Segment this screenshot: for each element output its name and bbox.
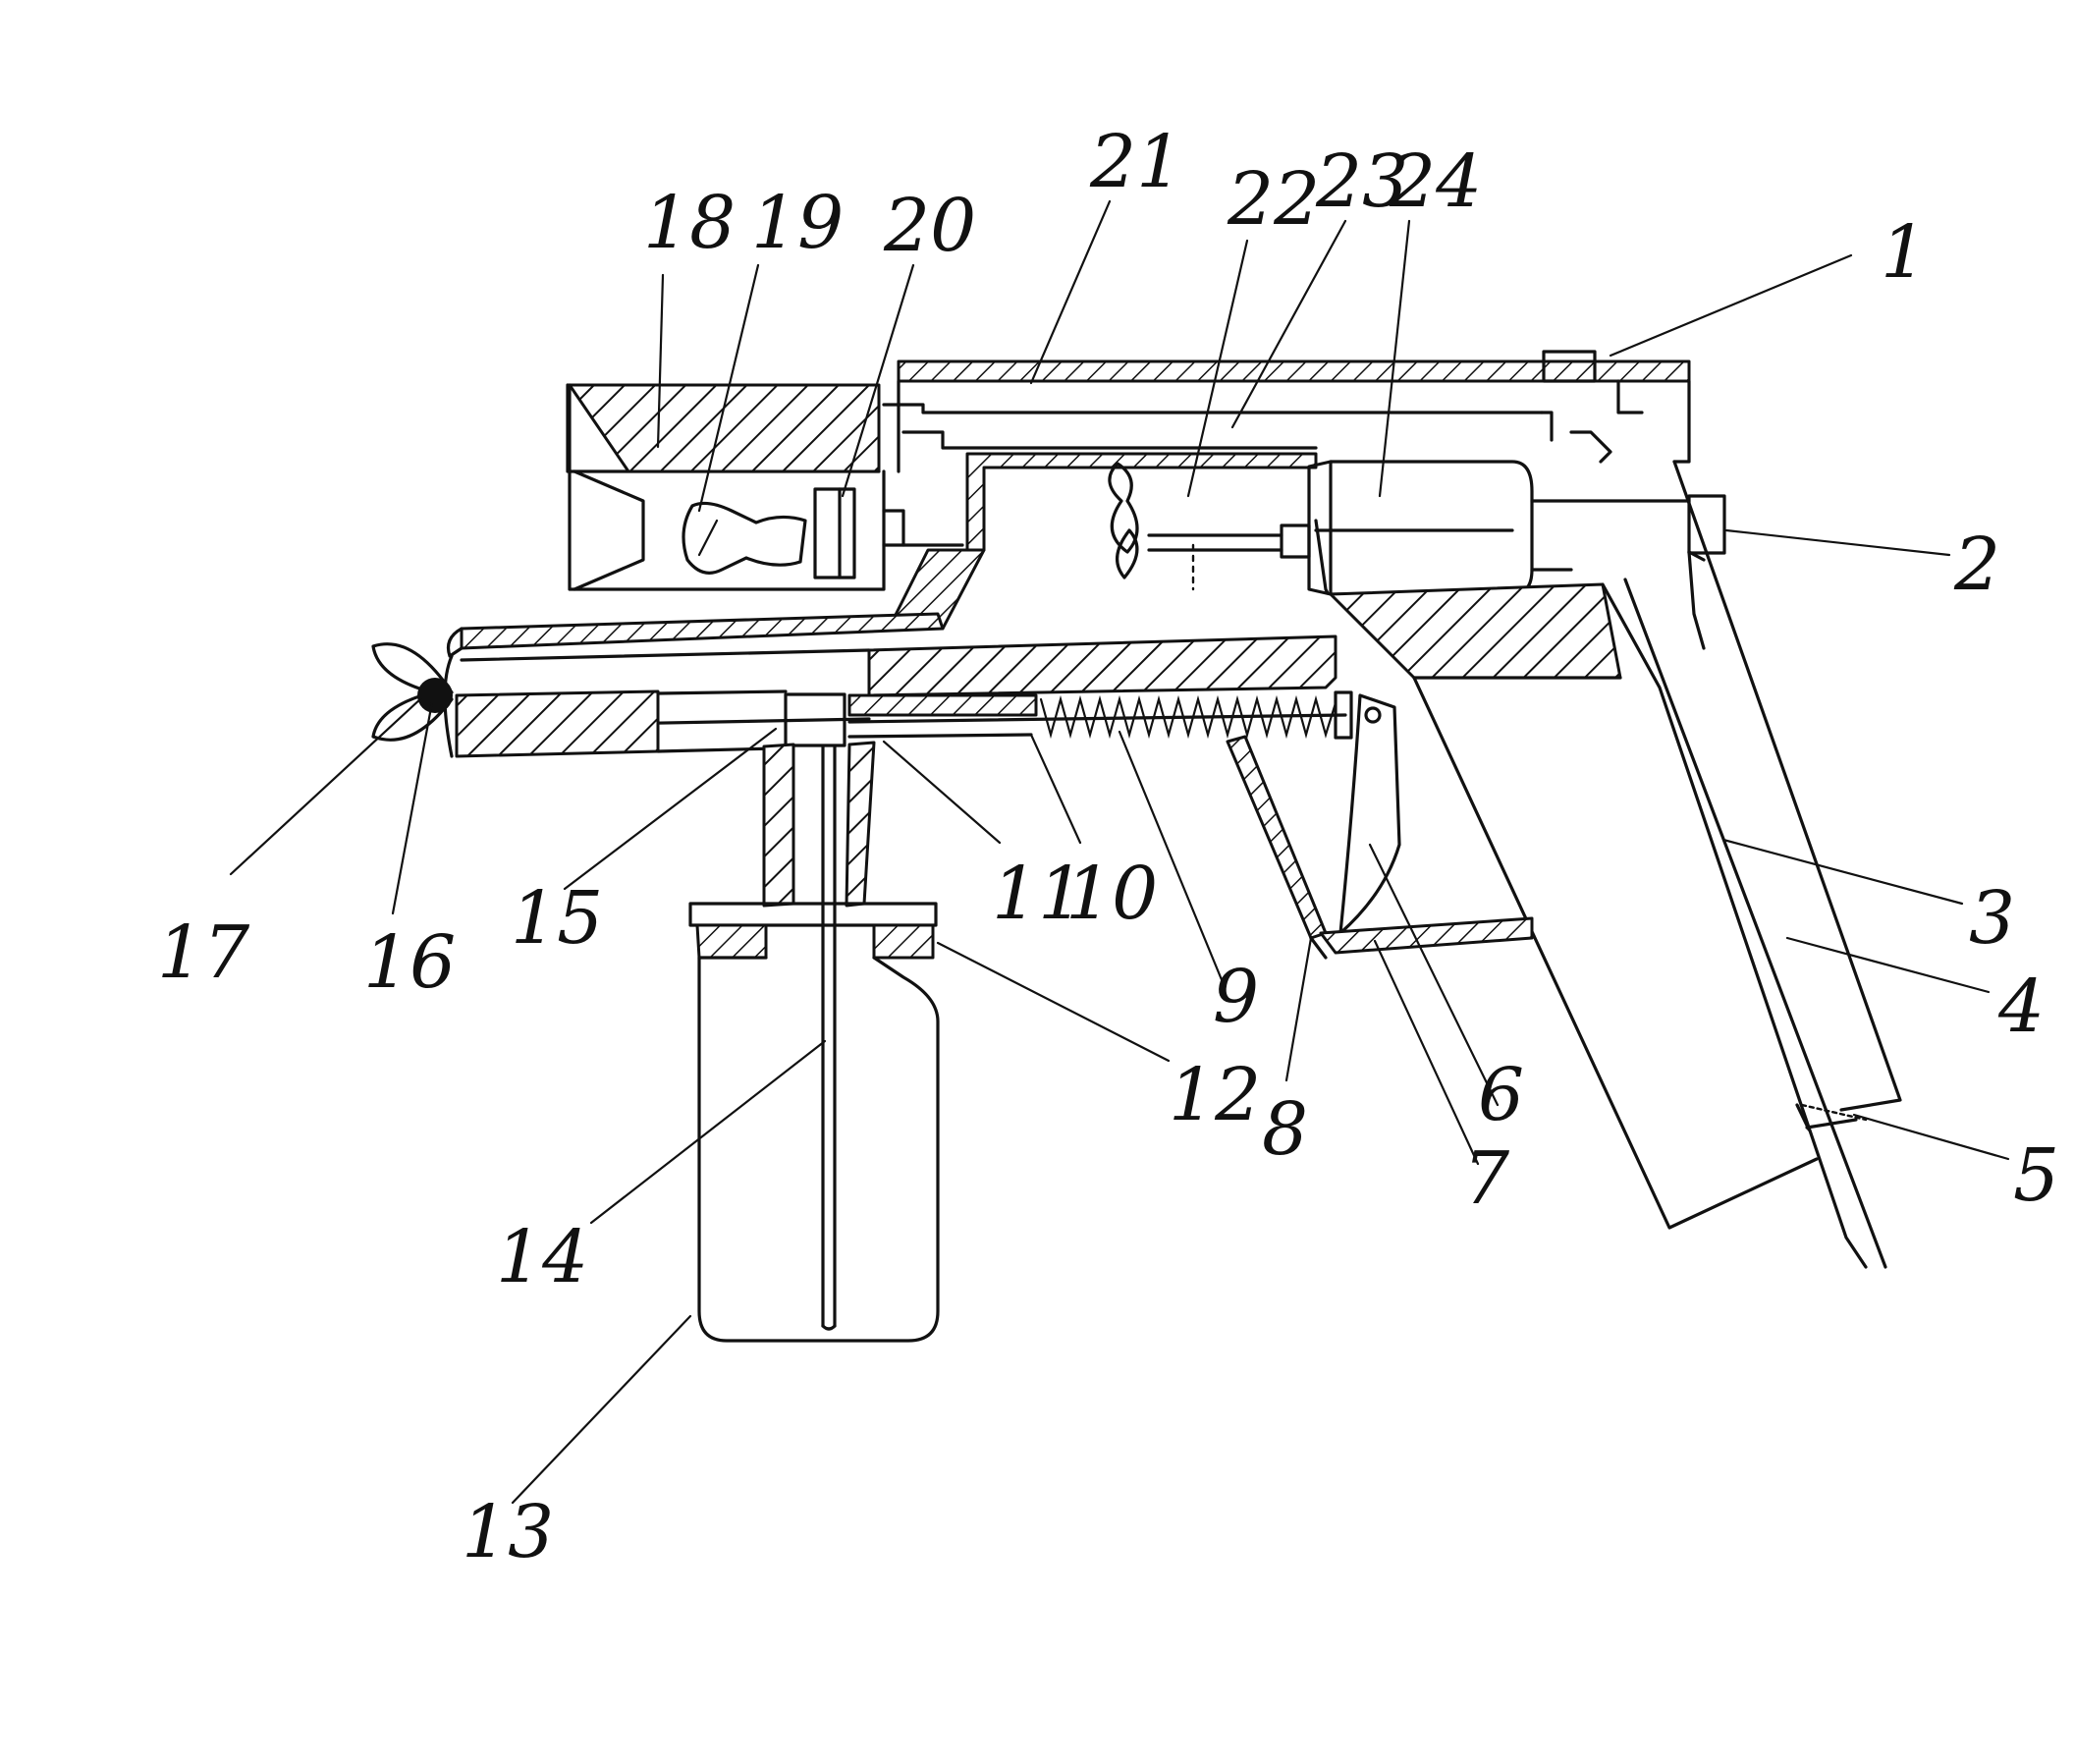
label-20: 20 — [883, 184, 976, 268]
spring-9 — [1039, 690, 1353, 740]
label-7: 7 — [1463, 1136, 1509, 1221]
label-9: 9 — [1213, 955, 1259, 1039]
container-13 — [688, 741, 940, 1343]
label-14: 14 — [496, 1215, 588, 1299]
conduit-23 — [882, 403, 1612, 552]
label-21: 21 — [1089, 120, 1182, 204]
switch-2 — [1530, 494, 1726, 572]
label-23: 23 — [1315, 139, 1408, 224]
valve-15 — [784, 692, 846, 747]
label-18: 18 — [643, 181, 736, 265]
trigger-guard-7 — [1226, 735, 1534, 960]
label-15: 15 — [511, 876, 603, 961]
label-6: 6 — [1478, 1053, 1524, 1137]
label-11: 11 — [992, 852, 1084, 936]
label-8: 8 — [1262, 1087, 1308, 1172]
socket-20 — [813, 487, 905, 579]
label-16: 16 — [363, 920, 456, 1005]
nozzle-housing-block — [568, 383, 886, 591]
label-10: 10 — [1065, 852, 1158, 936]
label-5: 5 — [2013, 1133, 2059, 1218]
label-12: 12 — [1169, 1053, 1261, 1137]
fan-22 — [1108, 462, 1311, 591]
label-4: 4 — [1997, 965, 2045, 1049]
label-22: 22 — [1227, 157, 1320, 242]
barrel — [443, 634, 1337, 758]
label-19: 19 — [751, 181, 844, 265]
part-labels: 1 2 3 4 5 6 7 8 9 10 11 12 13 14 15 16 1… — [157, 120, 2059, 1574]
motor-24 — [1307, 460, 1534, 596]
leader-lines — [229, 199, 2010, 1505]
bulb-19 — [682, 501, 807, 575]
nozzle-air-duct — [446, 548, 986, 658]
nozzle-tip-16-17 — [371, 642, 454, 742]
label-2: 2 — [1953, 523, 2000, 607]
air-chamber-18 — [573, 469, 645, 591]
label-1: 1 — [1881, 210, 1927, 295]
label-3: 3 — [1969, 876, 2015, 961]
handle — [1329, 460, 1902, 1269]
label-24: 24 — [1389, 139, 1482, 224]
label-17: 17 — [157, 910, 249, 995]
trigger-6 — [1338, 693, 1401, 935]
label-13: 13 — [462, 1490, 554, 1574]
cap-1 — [1542, 350, 1644, 414]
